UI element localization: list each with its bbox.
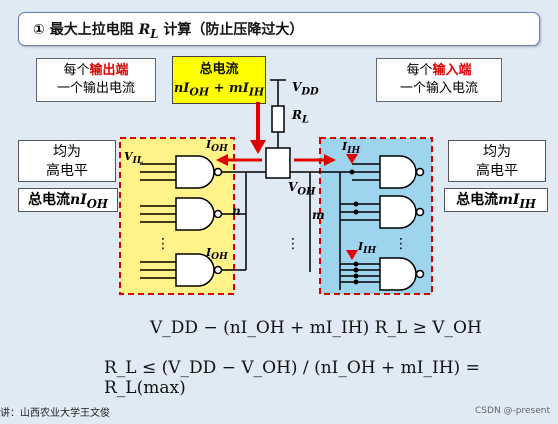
footer-credit: 讲：山西农业大学王文俊 <box>0 408 110 419</box>
input-gate-m <box>340 257 425 291</box>
svg-text:⋮: ⋮ <box>286 236 300 252</box>
rl-label: RL <box>292 108 310 126</box>
total-current-arrow <box>250 140 266 154</box>
total-current-box: 总电流 nIOH + mIIH <box>172 56 266 104</box>
input-gate-2 <box>340 195 425 229</box>
vil-label: VIL <box>124 150 144 167</box>
left-level-label: 均为 高电平 <box>18 140 116 182</box>
right-total-current: 总电流mIIH <box>444 188 548 212</box>
ioh-label-top: IOH <box>206 138 228 155</box>
pullup-resistor <box>271 105 285 133</box>
iih-label-bottom: IIH <box>358 240 377 257</box>
svg-text:⋮: ⋮ <box>156 236 170 252</box>
svg-text:⋮: ⋮ <box>394 236 408 252</box>
csdn-watermark: CSDN @-present <box>475 406 550 416</box>
left-total-current: 总电流nIOH <box>18 188 118 212</box>
voh-label: VOH <box>288 180 316 198</box>
formula-2: R_L ≤ (V_DD − V_OH) / (nI_OH + mI_IH) = … <box>104 358 480 398</box>
page-title: ① 最大上拉电阻 RL 计算（防止压降过大） <box>18 12 540 46</box>
vdd-label: VDD <box>292 80 319 98</box>
formula-1: V_DD − (nI_OH + mI_IH) R_L ≥ V_OH <box>150 318 482 338</box>
output-note: 每个输出端 一个输出电流 <box>36 58 156 102</box>
output-gate-2 <box>140 197 223 231</box>
m-label: m <box>312 208 325 222</box>
n-label: n <box>232 204 241 218</box>
ioh-label-bottom: IOH <box>206 246 228 263</box>
output-gate-1 <box>140 155 223 189</box>
iih-label-top: IIH <box>342 140 361 157</box>
input-gate-1 <box>349 155 425 189</box>
output-gate-n <box>140 253 223 287</box>
right-level-label: 均为 高电平 <box>448 140 546 182</box>
input-note: 每个输入端 一个输入电流 <box>376 58 502 102</box>
